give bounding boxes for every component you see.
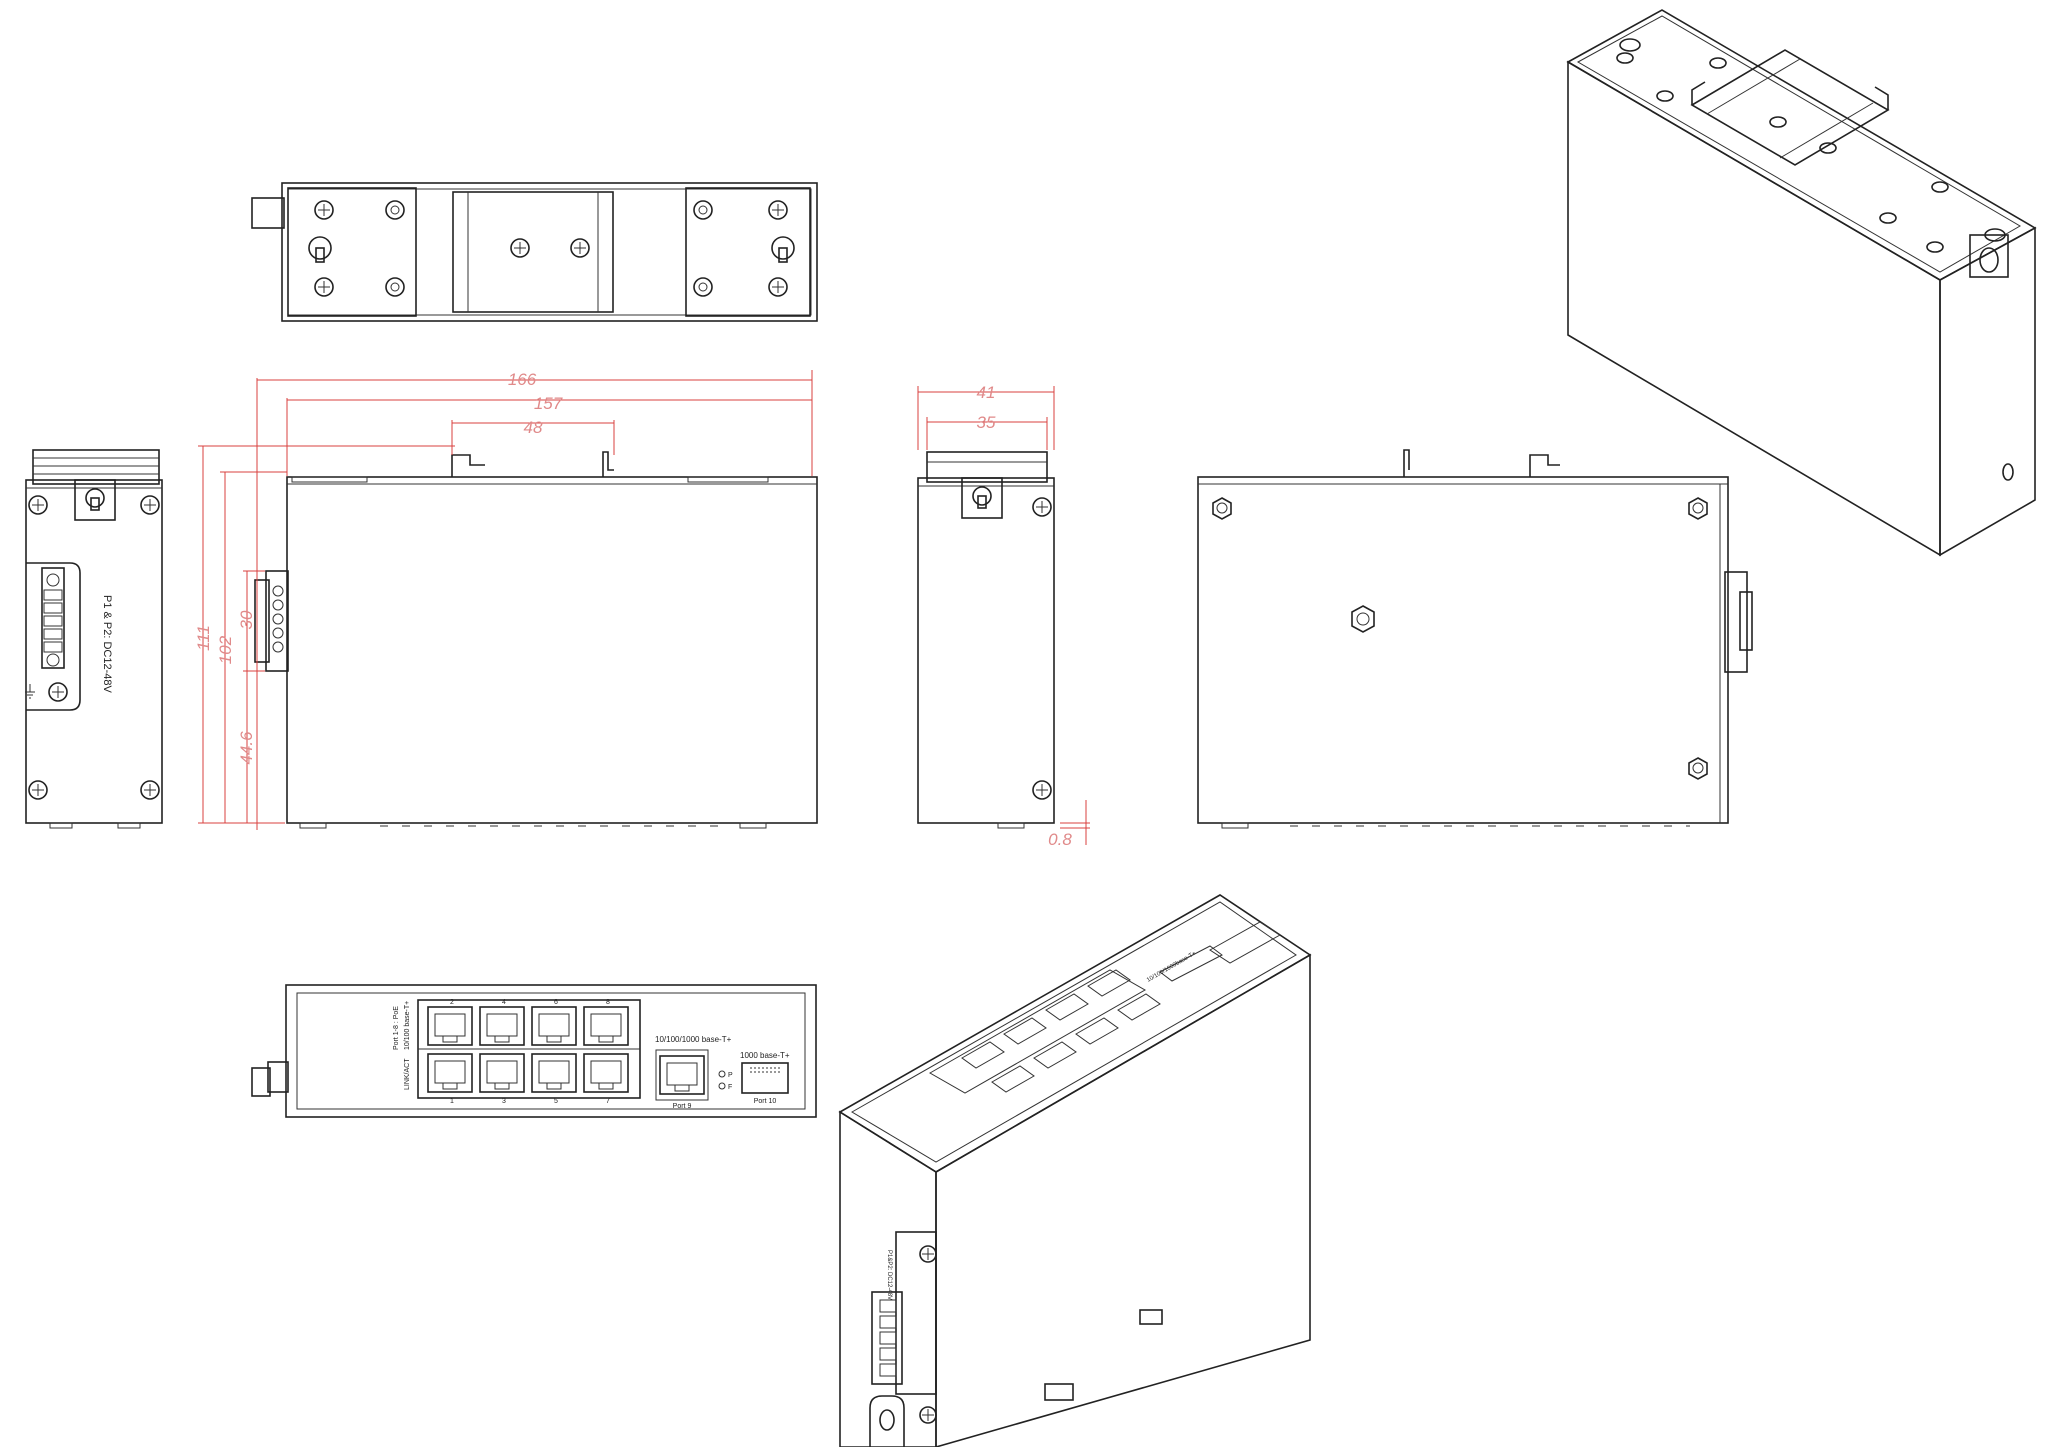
dim-overall-depth: 41 [977, 383, 996, 402]
front-view [254, 451, 818, 829]
ground-icon [25, 684, 35, 699]
dim-depth-inner: 35 [977, 413, 996, 432]
right-side-view [917, 451, 1055, 829]
dim-width-inner: 157 [534, 394, 563, 413]
port9-rj45 [659, 1055, 705, 1095]
dim-height-inner: 102 [216, 635, 235, 664]
port-number-7: 7 [606, 1098, 610, 1105]
port10-sfp [741, 1062, 789, 1094]
port10-header: 1000 base-T+ [740, 1051, 790, 1060]
dim-din-rail-width: 48 [524, 418, 543, 437]
isometric-rear-view [1566, 9, 2037, 557]
front-panel-view: 2 4 6 8 1 3 5 7 Port 1-8 : PoE 10/100 ba… [251, 984, 817, 1118]
dim-overall-width: 166 [508, 370, 537, 389]
top-view [251, 182, 818, 322]
port-number-5: 5 [554, 1098, 558, 1105]
poe-group-label: Port 1-8 : PoE [393, 1006, 400, 1050]
dim-terminal-offset: 44.6 [237, 731, 256, 765]
port-number-3: 3 [502, 1098, 506, 1105]
led-f [718, 1082, 726, 1090]
left-side-view: P1 & P2: DC12-48V [25, 449, 163, 829]
rj45-port-grid [427, 1006, 629, 1093]
led-p-label: P [728, 1072, 733, 1079]
dimension-lines [198, 370, 1090, 845]
back-view [1197, 449, 1753, 829]
port10-label: Port 10 [754, 1098, 777, 1105]
poe-speed-label: 10/100 base-T+ [404, 1001, 411, 1050]
power-label: P1 & P2: DC12-48V [101, 595, 113, 693]
iso-power-label: P1&P2: DC12-48V [886, 1250, 892, 1300]
led-f-label: F [728, 1084, 732, 1091]
screw-icon [314, 200, 788, 297]
port-number-2: 2 [450, 999, 454, 1006]
led-p [718, 1070, 726, 1078]
link-act-label: LINK/ACT [404, 1058, 411, 1090]
screw-icon [1616, 52, 2014, 481]
mounting-hole [308, 236, 795, 263]
dim-overall-height: 111 [194, 625, 213, 651]
dim-foot-offset: 0.8 [1048, 830, 1072, 849]
port-number-4: 4 [502, 999, 506, 1006]
iso-rj45-port [961, 969, 1161, 1093]
port9-header: 10/100/1000 base-T+ [655, 1035, 732, 1044]
hex-nut-icon [1212, 497, 1708, 780]
dim-terminal-height: 30 [237, 610, 256, 629]
port9-label: Port 9 [673, 1103, 692, 1110]
iso-header-label: 10/100/1000base-T+ [1146, 951, 1198, 984]
port-number-8: 8 [606, 999, 610, 1006]
isometric-front-view: 10/100/1000base-T+ P1&P2: DC12-48V [838, 894, 1312, 1447]
port-number-1: 1 [450, 1098, 454, 1105]
port-number-6: 6 [554, 999, 558, 1006]
